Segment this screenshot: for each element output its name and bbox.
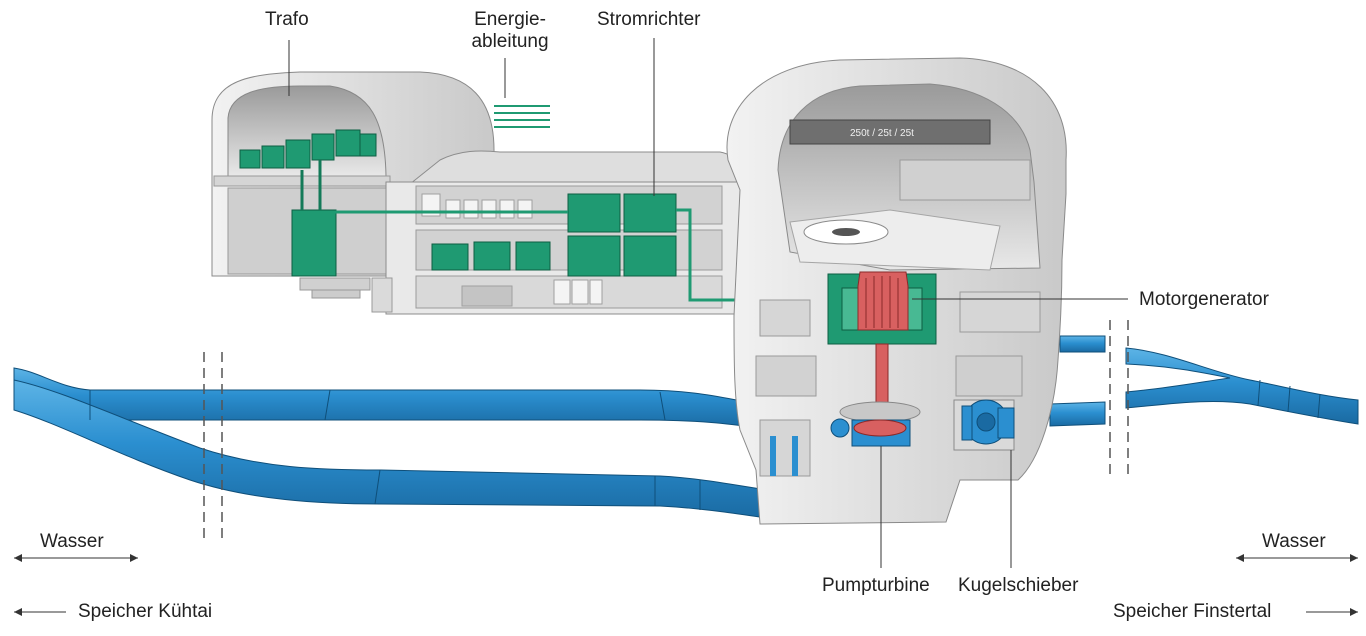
label-motorgenerator: Motorgenerator [1139, 289, 1269, 310]
label-kugelschieber: Kugelschieber [958, 575, 1079, 596]
pipe-right-merge [1125, 347, 1359, 425]
gallery-roof [408, 150, 745, 185]
arrow-left-icon [14, 608, 66, 616]
label-trafo: Trafo [265, 9, 309, 30]
converter-equipment [431, 193, 677, 277]
cut-markers [203, 320, 1129, 540]
power-lines [494, 105, 550, 128]
pipe-lower-right [1049, 401, 1106, 427]
label-stromrichter: Stromrichter [597, 9, 701, 30]
label-energieableitung-line1: Energie- [474, 9, 546, 30]
label-speicher-kuehtai: Speicher Kühtai [78, 601, 213, 622]
label-speicher-finstertal: Speicher Finstertal [1113, 601, 1272, 622]
label-energieableitung-line2: ableitung [471, 31, 549, 52]
penstock-pipes [13, 335, 1359, 523]
kugelschieber-unit [953, 399, 1015, 451]
double-arrow-icon [14, 554, 138, 562]
arrow-right-icon [1306, 608, 1358, 616]
callout-lines [288, 38, 1128, 568]
double-arrow-icon [1236, 554, 1358, 562]
machine-cavern: 250t / 25t / 25t [726, 57, 1067, 525]
overhead-crane [789, 119, 991, 145]
transformer-equipment [239, 129, 377, 277]
pipe-upper-right [1059, 335, 1106, 353]
pumpturbine-unit [770, 401, 921, 476]
crane-capacity-label: 250t / 25t / 25t [850, 128, 914, 139]
label-wasser-right: Wasser [1262, 531, 1326, 552]
label-wasser-left: Wasser [40, 531, 104, 552]
transformer-cavern [211, 71, 495, 299]
label-pumpturbine: Pumpturbine [822, 575, 930, 596]
converter-gallery [318, 150, 820, 315]
label-energieableitung: Energie- ableitung [462, 9, 558, 53]
